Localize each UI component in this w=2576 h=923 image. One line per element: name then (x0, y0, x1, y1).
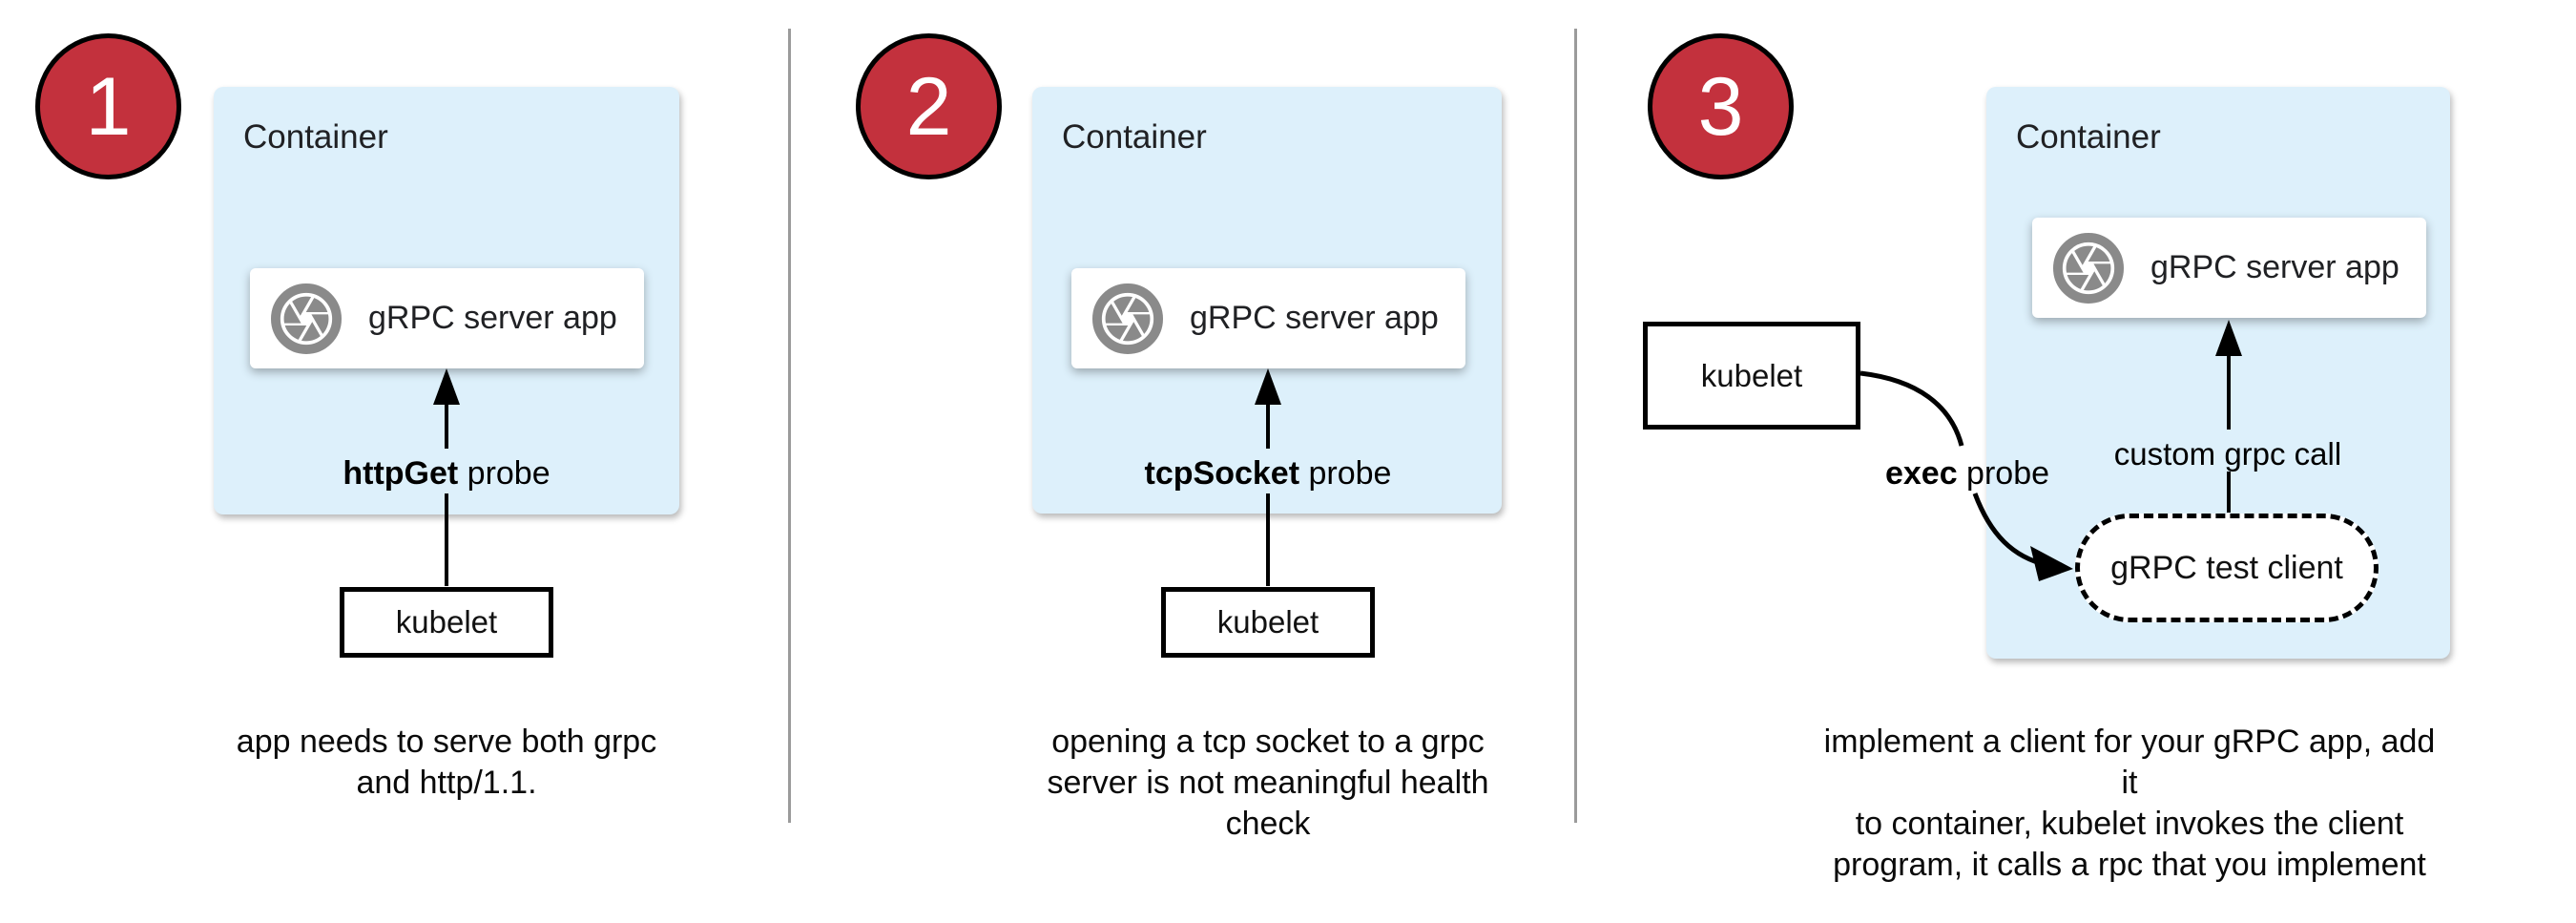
caption-line: server is not meaningful health (1047, 765, 1489, 801)
probe-label-2: tcpSocket probe (1077, 455, 1459, 493)
probe-keyword: httpGet (343, 455, 459, 492)
exec-curve-upper (1859, 370, 1964, 447)
container-label-3: Container (2016, 118, 2161, 156)
caption-line: implement a client for your gRPC app, ad… (1823, 724, 2436, 801)
custom-grpc-call-label: custom grpc call (2113, 436, 2342, 472)
grpc-server-app-box-2: gRPC server app (1071, 268, 1465, 368)
caption-line: opening a tcp socket to a grpc (1051, 724, 1485, 760)
container-label-2: Container (1062, 118, 1207, 156)
kubelet-label: kubelet (395, 604, 498, 640)
probe-keyword: exec (1884, 455, 1958, 492)
container-label-1: Container (243, 118, 388, 156)
step-number: 3 (1697, 60, 1744, 153)
step-number: 2 (905, 60, 952, 153)
probe-rest: probe (458, 455, 551, 492)
test-client-label: gRPC test client (2110, 549, 2343, 586)
panel-divider-2 (1574, 29, 1577, 823)
app-label: gRPC server app (1190, 300, 1439, 336)
caption-1: app needs to serve both grpc and http/1.… (160, 722, 733, 804)
step-badge-3: 3 (1648, 33, 1794, 179)
app-label: gRPC server app (2150, 249, 2399, 285)
probe-rest: probe (1957, 455, 2050, 492)
caption-line: to container, kubelet invokes the client (1855, 806, 2404, 842)
kubelet-label: kubelet (1700, 357, 1803, 393)
probe-rest: probe (1299, 455, 1392, 492)
caption-2: opening a tcp socket to a grpc server is… (982, 722, 1554, 845)
aperture-icon (271, 283, 342, 354)
grpc-test-client-box: gRPC test client (2075, 514, 2379, 622)
kubelet-box-1: kubelet (340, 587, 553, 658)
step-badge-2: 2 (856, 33, 1002, 179)
grpc-server-app-box-1: gRPC server app (250, 268, 644, 368)
caption-line: app needs to serve both grpc (236, 724, 657, 760)
grpc-server-app-box-3: gRPC server app (2032, 218, 2426, 318)
caption-3: implement a client for your gRPC app, ad… (1815, 722, 2444, 886)
kubelet-label: kubelet (1216, 604, 1319, 640)
aperture-icon (1092, 283, 1163, 354)
exec-probe-label: exec probe (1824, 455, 2110, 493)
caption-line: and http/1.1. (356, 765, 537, 801)
caption-line: check (1225, 806, 1311, 842)
kubelet-box-2: kubelet (1161, 587, 1375, 658)
panel-divider-1 (788, 29, 791, 823)
caption-line: program, it calls a rpc that you impleme… (1833, 847, 2426, 883)
kubelet-box-3: kubelet (1643, 322, 1860, 430)
step-number: 1 (85, 60, 132, 153)
probe-label-1: httpGet probe (256, 455, 637, 493)
probe-keyword: tcpSocket (1144, 455, 1300, 492)
aperture-icon (2053, 232, 2124, 304)
app-label: gRPC server app (368, 300, 617, 336)
step-badge-1: 1 (35, 33, 181, 179)
